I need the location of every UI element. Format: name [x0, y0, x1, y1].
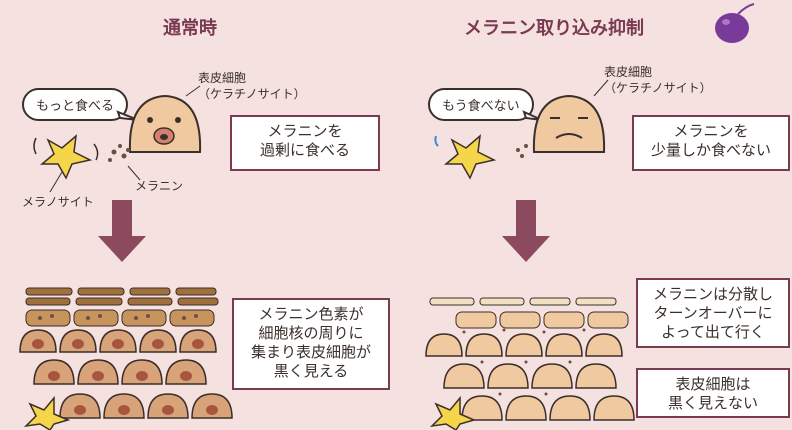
suppression-illustration: [425, 3, 755, 430]
cells-not-dark-box: 表皮細胞は 黒く見えない: [636, 368, 790, 418]
keratinocyte-label: 表皮細胞 （ケラチノサイト）: [198, 71, 306, 101]
melanocyte-star-right: [434, 134, 497, 180]
melanocyte-star-bottom: [23, 395, 71, 430]
suppression-title: メラニン取り込み抑制: [464, 18, 644, 39]
speech-bubble-no-more: もう食べない: [428, 88, 534, 121]
normal-state-panel: 通常時 もっと食べる 表皮細胞 （ケラチノサイト） メラニン メラノサイト メラ…: [19, 18, 390, 430]
overeat-melanin-box: メラニンを 過剰に食べる: [230, 115, 380, 171]
melanin-label: メラニン: [135, 179, 184, 193]
down-arrow: [98, 200, 146, 262]
dispersed-melanin: [462, 328, 586, 396]
plum-icon: [715, 3, 755, 43]
down-arrow-right: [502, 200, 550, 262]
melanin-granules: [108, 144, 130, 162]
flattened-cell-row-right: [455, 311, 629, 329]
light-keratinocytes: [425, 333, 635, 421]
normal-state-illustration: [19, 85, 233, 430]
normal-state-title: 通常時: [163, 18, 217, 39]
stratum-corneum-layer-right: [429, 297, 617, 306]
stratum-corneum-layer: [25, 287, 219, 306]
melanocyte-star-bottom-right: [429, 395, 477, 430]
melanocyte-label: メラノサイト: [22, 195, 94, 209]
suppression-panel: メラニン取り込み抑制 もう食べない 表皮細胞 （ケラチノサイト） メラニンを 少…: [396, 0, 792, 430]
darkened-keratinocytes: [19, 329, 233, 419]
keratinocyte-label-right: 表皮細胞 （ケラチノサイト）: [604, 65, 712, 95]
melanin-gathers-box: メラニン色素が 細胞核の周りに 集まり表皮細胞が 黒く見える: [232, 298, 390, 390]
eat-little-melanin-box: メラニンを 少量しか食べない: [632, 115, 790, 171]
melanin-dispersed-box: メラニンは分散し ターンオーバーに よって出て行く: [636, 278, 790, 348]
flattened-cell-row: [25, 309, 215, 327]
keratinocyte-character: [128, 94, 202, 153]
melanin-granules-right: [516, 144, 528, 158]
speech-bubble-eat-more: もっと食べる: [22, 88, 129, 121]
melanocyte-star: [33, 134, 99, 180]
keratinocyte-character-right: [532, 94, 606, 153]
